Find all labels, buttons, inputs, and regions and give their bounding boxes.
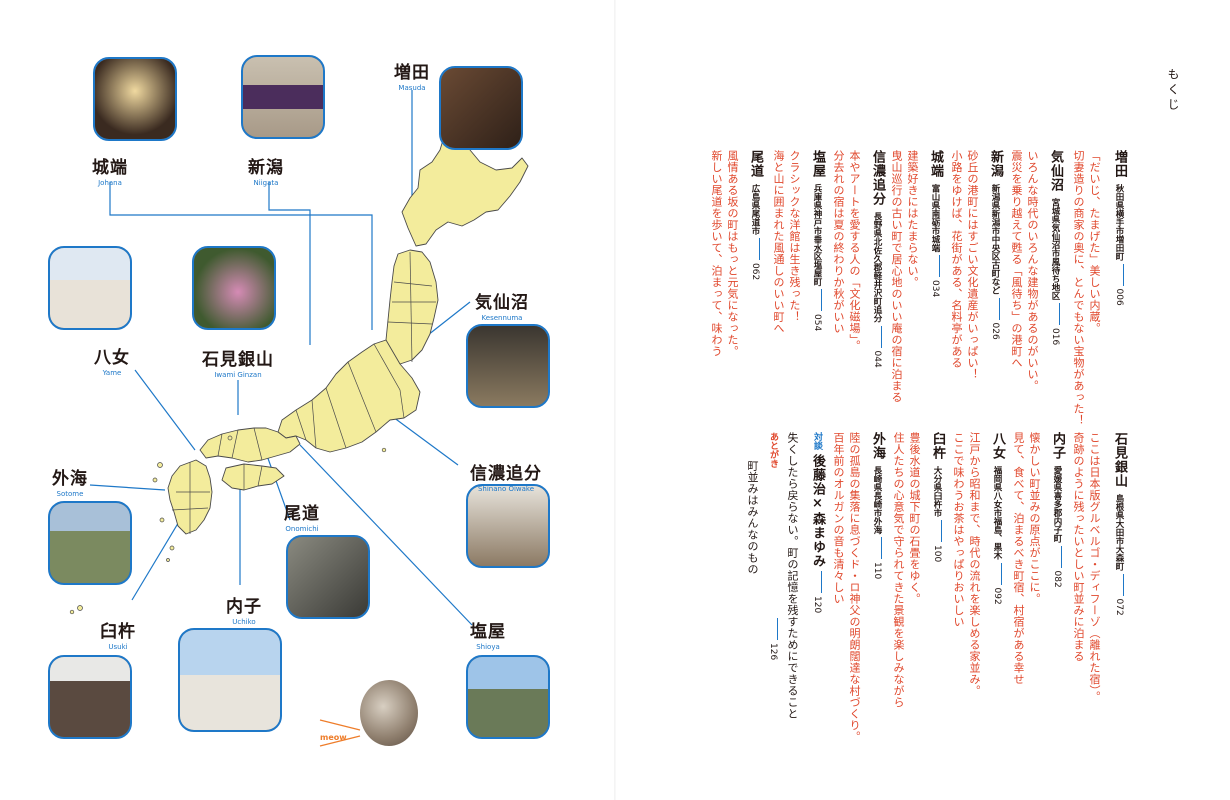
line-johana (109, 182, 373, 330)
photo-uchiko (178, 628, 282, 732)
shikoku (221, 463, 285, 491)
toc-desc: 江戸から昭和まで、時代の流れを楽しめる家並み。 (968, 432, 981, 697)
toc-desc: 百年前のオルガンの音も清々しい (832, 432, 845, 605)
toc-desc: 建築好きにはたまらない。 (906, 150, 919, 288)
toc-desc: 町並みはみんなのもの (746, 460, 759, 575)
photo-kesennuma (466, 324, 550, 408)
toc-entry-yame[interactable]: 八女福岡県八女市福島、黒木092 (990, 432, 1005, 605)
photo-johana (93, 57, 177, 141)
toc-desc: 切妻造りの商家の奥に、とんでもない宝物があった！ (1072, 150, 1085, 426)
line-niigata (268, 182, 311, 345)
toc-desc: 小路をゆけば、花街がある、名料亭がある (950, 150, 963, 369)
toc-desc: クラシックな洋館は生き残った！ (788, 150, 801, 323)
toc-entry-niigata[interactable]: 新潟新潟県新潟市中央区古町など026 (988, 150, 1003, 340)
toc-entry-johana[interactable]: 城端富山県南砺市城端034 (928, 150, 943, 298)
toc-desc: ここは日本版グルベルゴ・ディフーゾ（離れた宿）。 (1088, 432, 1101, 703)
toc-desc: 奇跡のように残ったいとしい町並みに泊まる (1072, 432, 1085, 662)
toc-desc: 失くしたら戻らない。町の記憶を残すためにできること (786, 432, 799, 720)
tohoku (385, 249, 439, 365)
toc-title: もくじ (1166, 68, 1180, 113)
chugoku (199, 427, 301, 463)
toc-entry-onomichi[interactable]: 尾道広島県尾道市062 (748, 150, 763, 281)
toc-desc: 海と山に囲まれた風通しのいい町へ (772, 150, 785, 334)
photo-shioya (466, 655, 550, 739)
toc-entry-uchiko[interactable]: 内子愛媛県喜多郡内子町082 (1050, 432, 1065, 588)
toc-desc: 「だいじ、たまげた」美しい内蔵。 (1088, 150, 1101, 334)
toc-entry-taidan[interactable]: 対談後藤治×森まゆみ120 (810, 432, 825, 614)
toc-desc: 豊後水道の城下町の石畳をゆく。 (908, 432, 921, 605)
toc-desc: 新しい尾道を歩いて、泊まって、味わう (710, 150, 723, 357)
line-onomichi (264, 449, 291, 521)
meow-label: meow (320, 733, 347, 742)
prefecture-borders (171, 251, 436, 534)
photo-shinano (466, 484, 550, 568)
toc-entry-shinano[interactable]: 信濃追分長野県北佐久郡軽井沢町追分044 (870, 150, 885, 368)
toc-desc: 震災を乗り越えて甦る「風待ち」の港町へ (1010, 150, 1023, 369)
toc-entry-kesennuma[interactable]: 気仙沼宮城県気仙沼市風待ち地区016 (1048, 150, 1063, 346)
toc-desc: 曳山巡行の古い町で居心地のいい庵の宿に泊まる (890, 150, 903, 403)
toc-desc: いろんな時代のいろんな建物があるのがいい。 (1026, 150, 1039, 392)
toc-desc: 風情ある坂の町はもっと元気になった。 (726, 150, 739, 357)
toc-desc: 懐かしい町並みの原点がここに。 (1028, 432, 1041, 605)
line-kesennuma (427, 301, 471, 336)
line-shioya (299, 444, 473, 626)
toc-desc: 分去れの宿は夏の終わりか秋がいい (832, 150, 845, 334)
photo-niigata (241, 55, 325, 139)
toc-desc: ここで味わうお茶はやっぱりおいしい (952, 432, 965, 628)
line-yame (134, 369, 196, 451)
toc-desc: 見て、食べて、泊まるべき町宿、村宿がある幸せ (1012, 432, 1025, 685)
toc-entry-iwami[interactable]: 石見銀山島根県大田市大森町072 (1112, 432, 1127, 616)
meow-lines (319, 719, 361, 747)
islands (69, 435, 387, 615)
line-sotome (89, 484, 166, 491)
photo-masuda (439, 66, 523, 150)
photo-onomichi (286, 535, 370, 619)
gutter (614, 0, 616, 800)
japan-map (69, 90, 529, 626)
photo-iwami (192, 246, 276, 330)
toc-page: もくじ 増田秋田県横手市増田町006 「だいじ、たまげた」美しい内蔵。 切妻造り… (615, 0, 1230, 800)
toc-entry-usuki[interactable]: 臼杵大分県臼杵市100 (930, 432, 945, 563)
toc-entry-shioya[interactable]: 塩屋兵庫県神戸市垂水区塩屋町054 (810, 150, 825, 332)
cat-photo (360, 680, 418, 746)
toc-entry-masuda[interactable]: 増田秋田県横手市増田町006 (1112, 150, 1127, 306)
toc-desc: 住人たちの心意気で守られてきた景観を楽しみながら (892, 432, 905, 708)
toc-entry-atogaki[interactable]: あとがき126 (768, 432, 778, 661)
toc-desc: 本やアートを愛する人の「文化磁場」。 (848, 150, 861, 352)
photo-usuki (48, 655, 132, 739)
toc-desc: 陸の孤島の集落に息づくド・ロ神父の明朗闊達な村づくり。 (848, 432, 861, 743)
toc-desc: 砂丘の港町にはすごい文化遺産がいっぱい！ (966, 150, 979, 380)
photo-sotome (48, 501, 132, 585)
photo-yame (48, 246, 132, 330)
toc-entry-sotome[interactable]: 外海長崎県長崎市外海110 (870, 432, 885, 580)
hokkaido (401, 119, 529, 247)
